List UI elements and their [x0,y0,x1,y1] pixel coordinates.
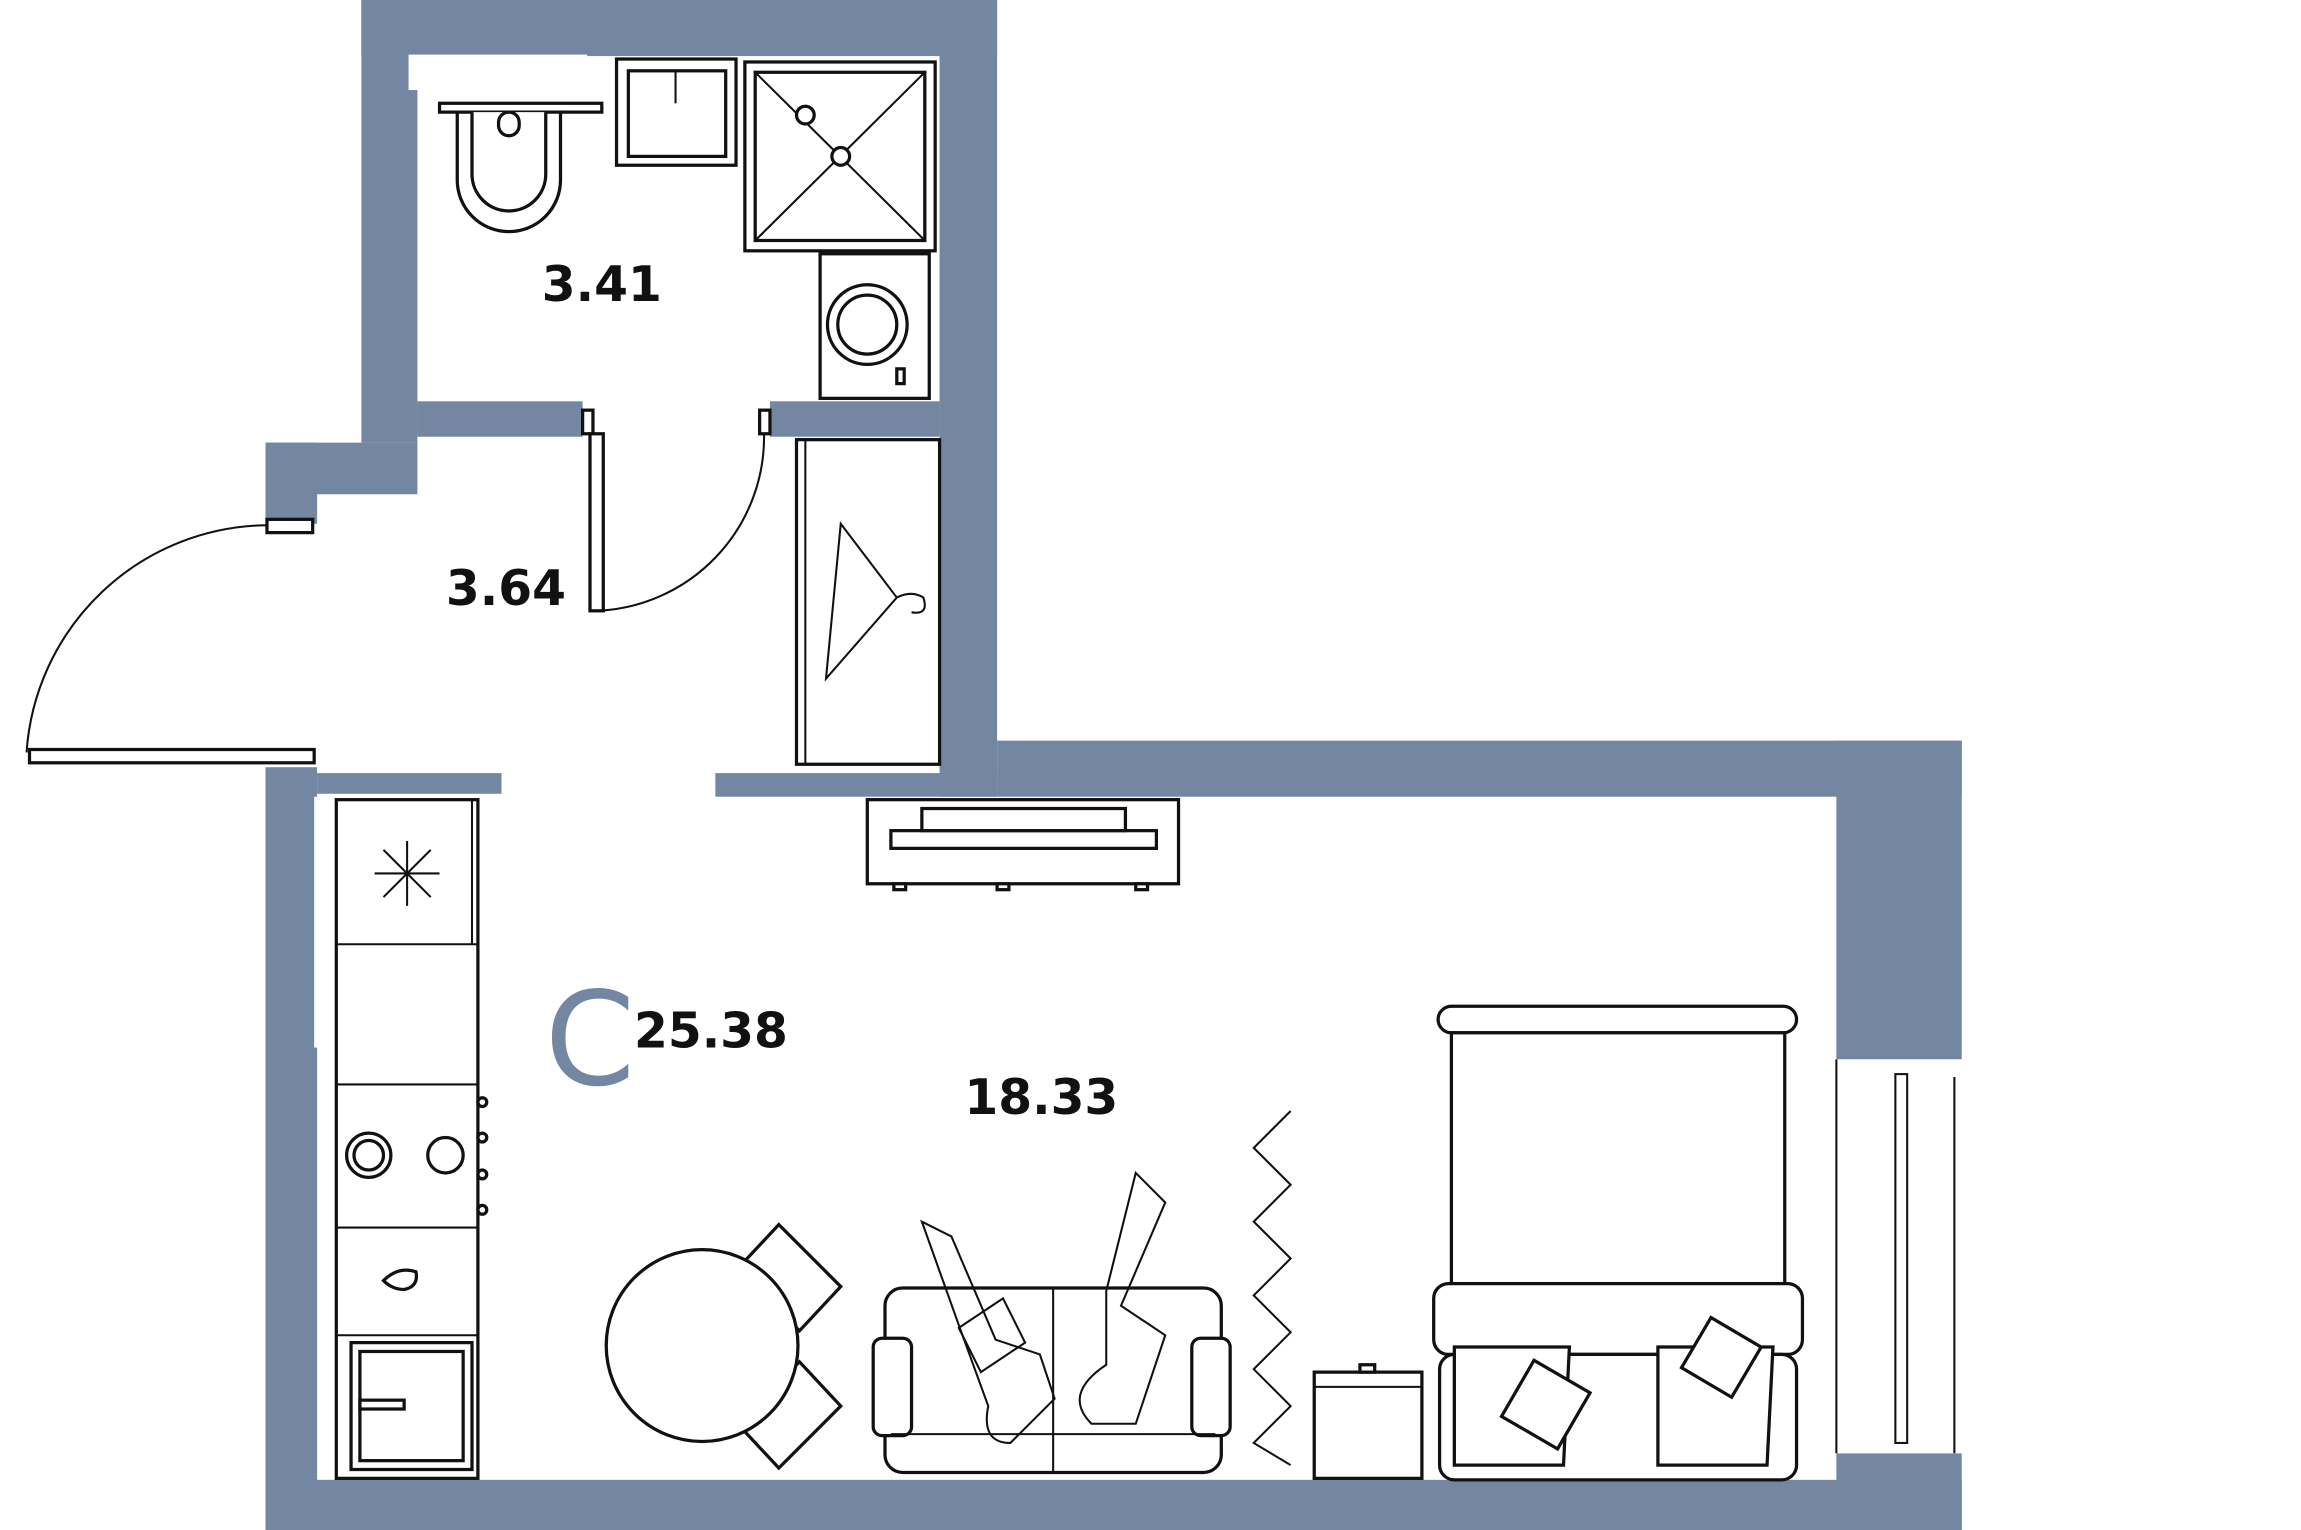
toilet-icon [437,101,604,234]
people-icon [920,1170,1167,1444]
entrance-door[interactable] [25,517,316,765]
apartment-type-letter: C [545,964,636,1115]
sofa-icon [871,1286,1232,1475]
window [1835,1059,1962,1454]
total-area-label: 25.38 [634,1004,788,1060]
bathroom-area-label: 3.41 [542,257,662,313]
washing-machine-icon [818,252,931,400]
hallway-area-label: 3.64 [446,561,566,617]
sink-icon [614,57,738,167]
kitchen-sink-icon [381,1268,419,1292]
dining-table-icon [604,1222,844,1471]
nightstand-icon [1312,1363,1424,1480]
stove-icon [345,1096,489,1216]
oven-icon [349,1341,474,1472]
wardrobe-icon [794,438,942,766]
fridge-snowflake-icon [374,840,440,906]
bathroom-door[interactable] [581,408,772,613]
bed-icon [1432,1004,1805,1482]
living-room-area-label: 18.33 [964,1070,1118,1126]
tv-stand-icon [865,798,1181,892]
walls [265,0,1962,1530]
shower-icon [743,60,937,253]
room-divider-icon [1252,1110,1293,1466]
